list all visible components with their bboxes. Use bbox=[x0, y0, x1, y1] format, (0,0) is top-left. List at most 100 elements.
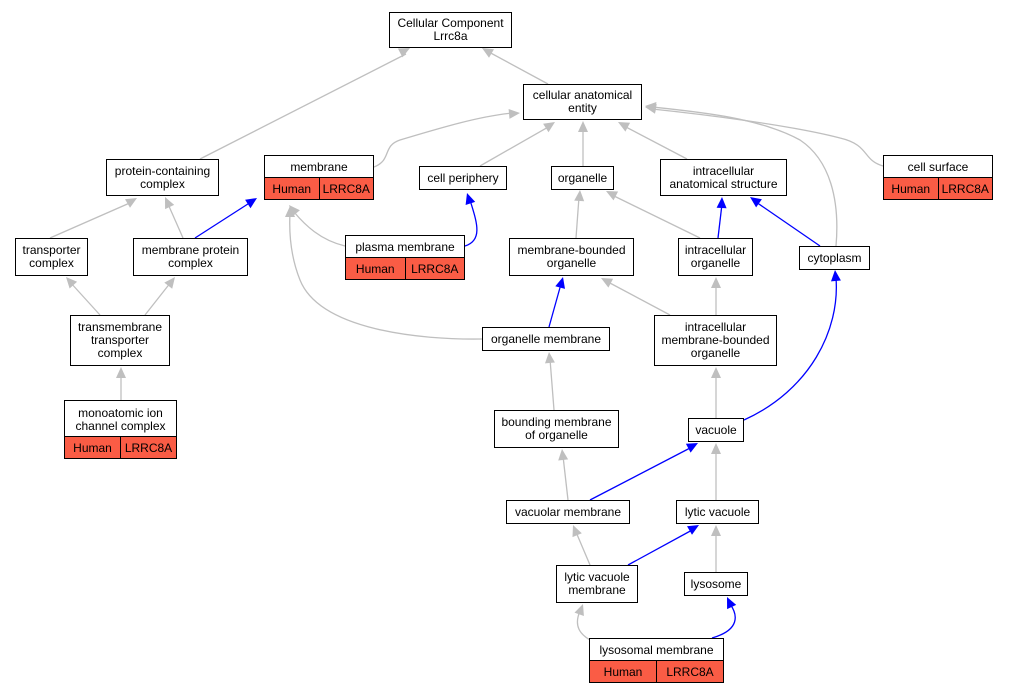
node-label: cell surface bbox=[907, 160, 969, 174]
edge-intracellular-structure-to-anatomical-entity bbox=[618, 122, 688, 160]
edge-organelle-membrane-to-membrane-bounded-line bbox=[548, 283, 562, 328]
edge-plasma-membrane-to-cell-periphery bbox=[464, 193, 478, 247]
node-intracellular-organelle[interactable]: intracellular organelle bbox=[678, 238, 753, 276]
edge-membrane-bounded-to-organelle bbox=[574, 190, 585, 239]
edge-membrane-protein-complex-to-protein-complex bbox=[165, 197, 184, 239]
node-bounding-membrane-of-organelle[interactable]: bounding membrane of organelle bbox=[494, 410, 619, 448]
edge-bounding-membrane-to-organelle-membrane-line bbox=[549, 358, 555, 411]
node-membrane[interactable]: membrane Human LRRC8A bbox=[264, 155, 374, 200]
edge-vacuolar-membrane-to-vacuole-line bbox=[589, 446, 693, 501]
node-label: monoatomic ion channel complex bbox=[75, 405, 166, 433]
edge-organelle-membrane-to-membrane-arrowhead bbox=[285, 206, 295, 217]
node-cytoplasm[interactable]: cytoplasm bbox=[799, 246, 870, 270]
node-lytic-vacuole-membrane[interactable]: lytic vacuole membrane bbox=[556, 565, 638, 603]
edge-cell-surface-to-anatomical-entity bbox=[645, 104, 884, 167]
edge-intracellular-mbo-to-membrane-bounded-arrowhead bbox=[601, 278, 614, 288]
edge-lytic-membrane-to-lytic-vacuole bbox=[627, 525, 699, 566]
annotation-row: Human LRRC8A bbox=[884, 177, 992, 199]
node-transporter-complex[interactable]: transporter complex bbox=[15, 238, 88, 276]
edge-lysosome-to-lytic-vacuole-arrowhead bbox=[711, 525, 721, 536]
node-cellular-component-lrrc8a[interactable]: Cellular Component Lrrc8a bbox=[389, 12, 512, 48]
edge-lytic-membrane-to-lytic-vacuole-arrowhead bbox=[687, 525, 699, 535]
node-monoatomic-ion-channel-complex[interactable]: monoatomic ion channel complex Human LRR… bbox=[64, 400, 177, 459]
edge-intracellular-organelle-to-organelle-line bbox=[611, 194, 701, 239]
node-cell-periphery[interactable]: cell periphery bbox=[419, 166, 507, 190]
node-transmembrane-transporter-complex[interactable]: transmembrane transporter complex bbox=[70, 315, 170, 366]
edge-intracellular-organelle-to-intracellular-structure-arrowhead bbox=[716, 197, 727, 209]
edge-lysosomal-membrane-to-lysosome-arrowhead bbox=[727, 597, 737, 610]
node-lysosomal-membrane[interactable]: lysosomal membrane Human LRRC8A bbox=[589, 638, 724, 683]
gene-tag: LRRC8A bbox=[937, 178, 992, 199]
edge-organelle-membrane-to-membrane-bounded bbox=[548, 277, 565, 328]
node-plasma-membrane[interactable]: plasma membrane Human LRRC8A bbox=[345, 235, 465, 280]
edge-transmembrane-to-membrane-protein-complex-line bbox=[144, 281, 172, 316]
annotation-row: Human LRRC8A bbox=[590, 660, 723, 682]
edge-intracellular-organelle-to-intracellular-structure bbox=[716, 197, 727, 239]
edge-vacuole-to-cytoplasm-line bbox=[743, 277, 837, 421]
edge-cell-periphery-to-anatomical-entity bbox=[479, 122, 555, 167]
edge-anatomical-entity-to-root-line bbox=[486, 50, 549, 85]
edge-cell-surface-to-anatomical-entity-line bbox=[651, 108, 884, 167]
node-intracellular-membrane-bounded-organelle[interactable]: intracellular membrane-bounded organelle bbox=[654, 315, 777, 366]
edge-cytoplasm-to-anatomical-entity-line bbox=[651, 106, 838, 247]
edge-membrane-protein-complex-to-membrane bbox=[194, 198, 257, 239]
node-intracellular-anatomical-structure[interactable]: intracellular anatomical structure bbox=[660, 159, 787, 196]
edge-intracellular-organelle-to-organelle bbox=[606, 191, 701, 239]
node-label: membrane bbox=[290, 160, 348, 174]
edge-lysosomal-membrane-to-lysosome-line bbox=[711, 603, 736, 639]
node-lysosome[interactable]: lysosome bbox=[684, 572, 748, 596]
edge-plasma-membrane-to-membrane bbox=[289, 205, 346, 247]
edge-membrane-protein-complex-to-membrane-line bbox=[194, 201, 252, 239]
edge-cytoplasm-to-anatomical-entity-arrowhead bbox=[645, 102, 657, 112]
edge-vacuole-to-cytoplasm-arrowhead bbox=[831, 270, 841, 282]
node-organelle[interactable]: organelle bbox=[551, 166, 614, 190]
edge-anatomical-entity-to-root bbox=[482, 48, 549, 85]
annotation-row: Human LRRC8A bbox=[265, 177, 373, 199]
edge-plasma-membrane-to-membrane-line bbox=[293, 211, 346, 247]
edge-cytoplasm-to-intracellular-structure-line bbox=[755, 201, 821, 247]
edge-cytoplasm-to-intracellular-structure-arrowhead bbox=[750, 197, 762, 208]
node-lytic-vacuole[interactable]: lytic vacuole bbox=[676, 500, 759, 524]
edge-vacuolar-membrane-to-bounding-membrane-line bbox=[562, 455, 569, 501]
edge-vacuole-to-intracellular-mbo bbox=[711, 367, 721, 418]
edge-transporter-complex-to-protein-complex bbox=[49, 198, 137, 239]
edge-membrane-protein-complex-to-protein-complex-line bbox=[167, 203, 184, 239]
edge-organelle-to-anatomical-entity bbox=[578, 121, 588, 166]
node-membrane-bounded-organelle[interactable]: membrane-bounded organelle bbox=[509, 238, 634, 276]
edge-lytic-vacuole-to-vacuole-arrowhead bbox=[711, 443, 721, 454]
edge-vacuole-to-intracellular-mbo-arrowhead bbox=[711, 367, 721, 378]
species-tag: Human bbox=[590, 661, 656, 682]
edge-cytoplasm-to-anatomical-entity bbox=[645, 102, 838, 247]
edge-organelle-membrane-to-membrane bbox=[285, 206, 483, 340]
edge-cell-periphery-to-anatomical-entity-arrowhead bbox=[543, 122, 555, 133]
edge-plasma-membrane-to-cell-periphery-arrowhead bbox=[465, 193, 476, 205]
node-cell-surface[interactable]: cell surface Human LRRC8A bbox=[883, 155, 993, 200]
node-organelle-membrane[interactable]: organelle membrane bbox=[482, 327, 610, 351]
edge-lysosomal-membrane-to-lysosome bbox=[711, 597, 737, 639]
node-vacuole[interactable]: vacuole bbox=[688, 418, 744, 442]
species-tag: Human bbox=[346, 258, 405, 279]
edge-cytoplasm-to-intracellular-structure bbox=[750, 197, 821, 247]
node-label: plasma membrane bbox=[355, 240, 455, 254]
node-vacuolar-membrane[interactable]: vacuolar membrane bbox=[506, 500, 630, 524]
edge-membrane-to-anatomical-entity-arrowhead bbox=[508, 109, 520, 119]
edge-lytic-vacuole-to-vacuole bbox=[711, 443, 721, 500]
edge-membrane-bounded-to-organelle-arrowhead bbox=[574, 190, 585, 202]
edge-lytic-membrane-to-lytic-vacuole-line bbox=[627, 528, 695, 566]
node-membrane-protein-complex[interactable]: membrane protein complex bbox=[133, 238, 248, 276]
edge-organelle-membrane-to-membrane-bounded-arrowhead bbox=[555, 277, 565, 289]
edge-membrane-protein-complex-to-protein-complex-arrowhead bbox=[165, 197, 175, 210]
node-label: lysosomal membrane bbox=[599, 643, 714, 657]
edge-intracellular-mbo-to-membrane-bounded bbox=[601, 278, 671, 316]
node-cellular-anatomical-entity[interactable]: cellular anatomical entity bbox=[523, 84, 642, 120]
edge-lysosome-to-lytic-vacuole bbox=[711, 525, 721, 572]
edge-lysosomal-membrane-to-lytic-membrane-arrowhead bbox=[574, 604, 584, 616]
edge-plasma-membrane-to-cell-periphery-line bbox=[464, 199, 478, 247]
edge-vacuole-to-cytoplasm bbox=[743, 270, 841, 421]
edge-cell-periphery-to-anatomical-entity-line bbox=[479, 125, 551, 167]
gene-tag: LRRC8A bbox=[656, 661, 723, 682]
edge-lytic-membrane-to-vacuolar-membrane-arrowhead bbox=[572, 525, 582, 538]
node-protein-containing-complex[interactable]: protein-containing complex bbox=[106, 159, 219, 196]
